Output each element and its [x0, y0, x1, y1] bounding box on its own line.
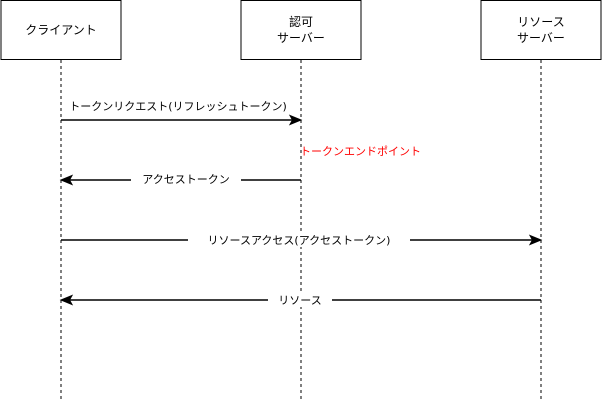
- message-access-token-arrowhead: [59, 174, 74, 186]
- participant-client-label: クライアント: [25, 23, 97, 37]
- token-endpoint-note: トークンエンドポイント: [300, 145, 421, 158]
- message-resource-label: リソース: [278, 294, 321, 307]
- message-resource-access-arrowhead: [528, 234, 543, 246]
- message-access-token: アクセストークン: [59, 171, 301, 187]
- message-resource-access-label: リソースアクセス(アクセストークン): [208, 234, 391, 247]
- participant-client-box: [0, 0, 122, 60]
- participant-resource-box: [480, 0, 602, 60]
- message-token-request-label: トークンリクエスト(リフレッシュトークン): [69, 100, 287, 113]
- participant-auth-box: [240, 0, 362, 60]
- participant-auth-label-line-1: 認可: [289, 14, 313, 29]
- message-token-request-arrowhead: [288, 114, 303, 126]
- participant-resource-label-line-2: サーバー: [517, 31, 565, 45]
- message-access-token-label: アクセストークン: [142, 173, 229, 186]
- message-token-request: トークンリクエスト(リフレッシュトークン): [61, 100, 303, 126]
- message-resource-arrowhead: [59, 294, 74, 306]
- message-resource-access: リソースアクセス(アクセストークン): [61, 231, 543, 247]
- participant-client: クライアント: [0, 0, 122, 60]
- message-access-token-label-bg: [131, 171, 241, 187]
- participant-resource-label-line-1: リソース: [517, 15, 564, 29]
- message-resource: リソース: [59, 291, 541, 307]
- message-resource-access-label-bg: [188, 231, 410, 247]
- participant-auth-label-line-2: サーバー: [277, 31, 325, 45]
- participant-auth: 認可 サーバー: [240, 0, 362, 60]
- participant-resource: リソース サーバー: [480, 0, 602, 60]
- message-resource-label-bg: [268, 291, 332, 307]
